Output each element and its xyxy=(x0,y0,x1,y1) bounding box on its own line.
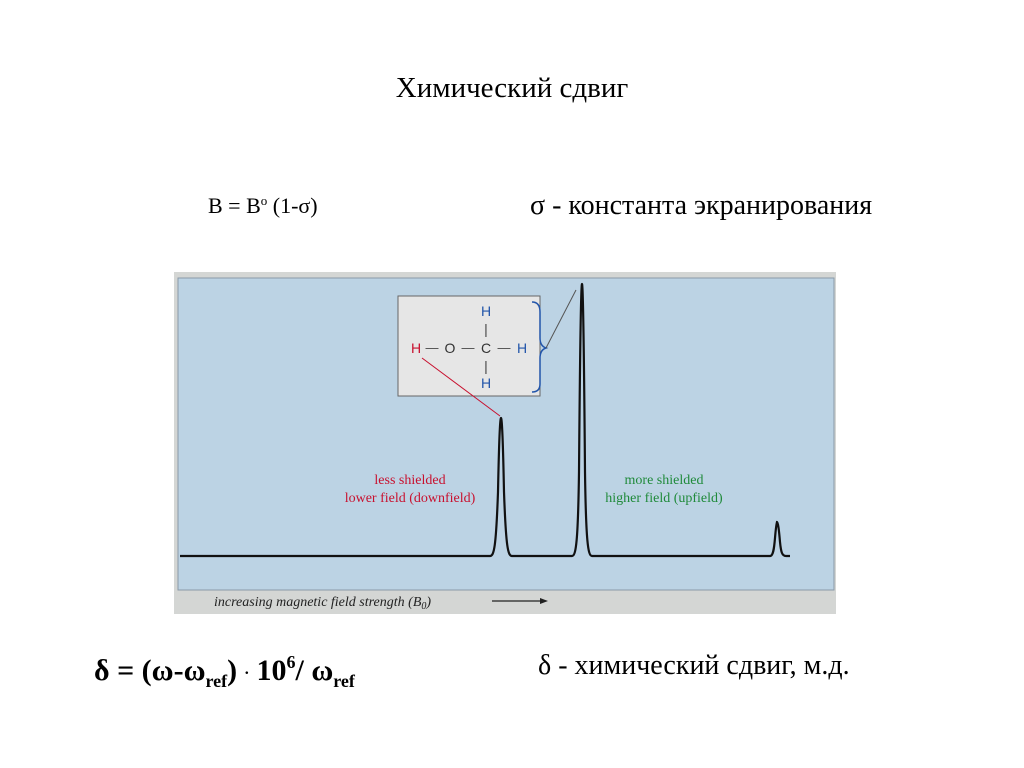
formula-lhs: B = B xyxy=(208,193,261,218)
pointer-oh-peak xyxy=(421,357,501,417)
bond-bottom: | xyxy=(484,358,488,374)
axis-label-sub: 0 xyxy=(421,601,426,612)
spectrum-svg: H | H — O — C — H | H less shielded lowe… xyxy=(177,277,835,612)
nmr-spectrum-figure: H | H — O — C — H | H less shielded lowe… xyxy=(174,272,836,614)
bond-o-c: — xyxy=(462,340,475,355)
delta-part3: 10 xyxy=(256,654,287,687)
bond-h-o: — xyxy=(426,340,439,355)
slide-title: Химический сдвиг xyxy=(395,72,629,104)
axis-label-text: increasing magnetic field strength (B xyxy=(214,595,422,610)
delta-sup: 6 xyxy=(286,652,296,672)
more-shielded-label: more shielded xyxy=(625,473,704,488)
delta-sub1: ref xyxy=(205,671,228,691)
delta-definition: δ - химический сдвиг, м.д. xyxy=(538,650,850,681)
formula-rhs: (1-σ) xyxy=(267,193,318,218)
bond-top: | xyxy=(484,321,488,337)
delta-part2: ) xyxy=(227,654,238,687)
delta-part1: δ = (ω-ω xyxy=(94,654,206,687)
delta-formula: δ = (ω-ωref)·106/ ωref xyxy=(94,652,355,692)
atom-h-oh: H xyxy=(411,340,421,356)
sigma-definition: σ - константа экранирования xyxy=(530,190,873,221)
delta-dot: · xyxy=(243,660,251,685)
delta-sub2: ref xyxy=(333,671,355,691)
formula-superscript: o xyxy=(260,193,268,208)
upfield-label: higher field (upfield) xyxy=(605,491,723,506)
axis-label-close: ) xyxy=(425,595,431,610)
atom-h-bottom: H xyxy=(481,375,491,391)
axis-label: increasing magnetic field strength (B0) xyxy=(214,595,431,612)
molecule-inset xyxy=(397,295,541,397)
atom-o: O xyxy=(445,340,456,356)
atom-h-right: H xyxy=(517,340,527,356)
atom-c: C xyxy=(481,340,491,356)
less-shielded-label: less shielded xyxy=(374,473,445,488)
axis-arrow-head xyxy=(540,598,548,604)
delta-part4: / ω xyxy=(295,654,334,687)
bond-c-h: — xyxy=(498,340,511,355)
spectrum-trace xyxy=(180,282,790,558)
atom-h-top: H xyxy=(481,303,491,319)
pointer-ch3-peak xyxy=(545,289,577,349)
downfield-label: lower field (downfield) xyxy=(345,491,476,506)
shielding-formula: B = Bo (1-σ) xyxy=(208,193,318,219)
